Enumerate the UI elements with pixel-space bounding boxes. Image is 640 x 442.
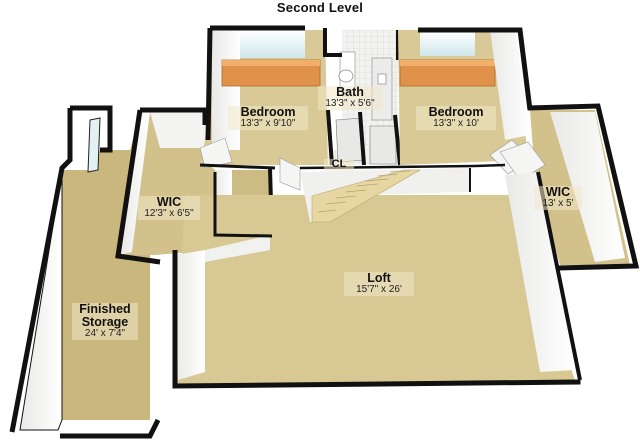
wic-right-name: WIC [534, 185, 582, 200]
bedroom-left-room [199, 25, 328, 169]
storage-dims: 24' x 7'4" [72, 329, 138, 340]
storage-label: Finished Storage 24' x 7'4" [72, 302, 138, 340]
wic-right-label: WIC 13' x 5' [534, 185, 582, 210]
loft-label: Loft 15'7" x 26' [344, 271, 414, 296]
stair-treads [311, 169, 422, 223]
bath-label: Bath 13'3" x 5'6" [318, 85, 382, 110]
bath-dims: 13'3" x 5'6" [318, 99, 382, 110]
floor-title: Second Level [276, 0, 364, 15]
bedroom-right-label: Bedroom 13'3" x 10' [416, 105, 496, 130]
loft-name: Loft [344, 271, 414, 286]
loft-dims: 15'7" x 26' [344, 285, 414, 296]
wic-left-name: WIC [138, 195, 200, 210]
wic-left-dims: 12'3" x 6'5" [138, 209, 200, 220]
wic-left-label: WIC 12'3" x 6'5" [138, 195, 200, 220]
interior-walls [199, 163, 506, 238]
storage-name: Finished Storage [72, 302, 138, 330]
bedroom-right-dims: 13'3" x 10' [416, 119, 496, 130]
bedroom-left-dims: 13'3" x 9'10" [228, 119, 308, 130]
bath-name: Bath [318, 85, 382, 100]
staircase [279, 157, 471, 223]
bedroom-left-label: Bedroom 13'3" x 9'10" [228, 105, 308, 130]
bedroom-left-name: Bedroom [228, 105, 308, 120]
closet-name: CL [324, 158, 354, 171]
bedroom-right-name: Bedroom [416, 105, 496, 120]
closet-label: CL [324, 158, 354, 171]
wic-right-dims: 13' x 5' [534, 199, 582, 210]
